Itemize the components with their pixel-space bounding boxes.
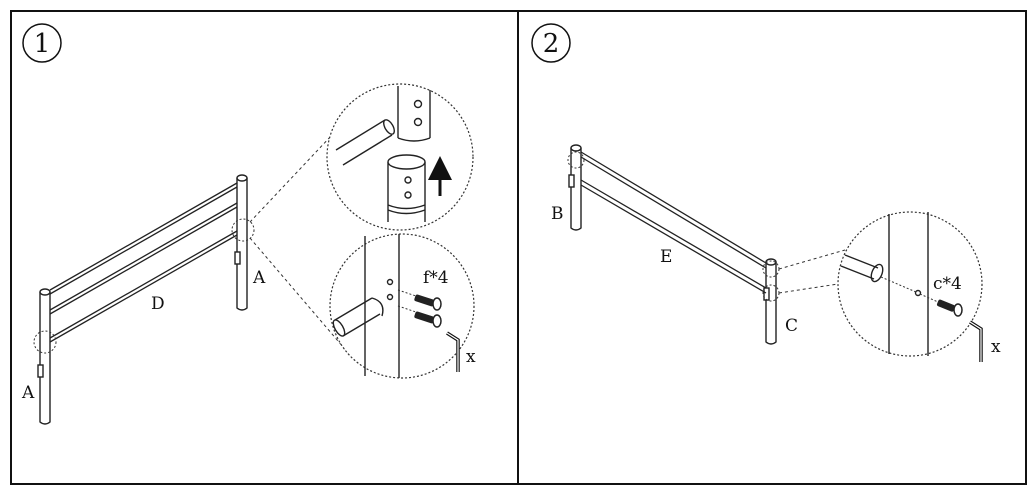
leader-lines-2: [778, 249, 846, 294]
detail-marker-b: [567, 151, 585, 169]
step-badge-2: 2: [531, 23, 571, 63]
magnify-top: [326, 83, 474, 231]
rail-d: [49, 182, 238, 343]
post-left: [37, 288, 51, 425]
fastener-label: f*4: [423, 268, 449, 288]
post-right: [234, 174, 248, 311]
part-label-a-left: A: [21, 383, 35, 403]
magnify-panel-2: c*4: [837, 211, 983, 357]
part-label-a-right: A: [252, 268, 266, 288]
magnify-bottom: f*4: [329, 233, 475, 379]
step-badge-1: 1: [22, 23, 62, 63]
detail-marker-right: [231, 218, 255, 242]
tool-label: x: [991, 337, 1001, 357]
part-label-c: C: [785, 316, 798, 336]
panel-2: 2: [531, 23, 1001, 362]
detail-marker-left: [33, 330, 57, 354]
rail-e: [580, 151, 767, 294]
post-b: [568, 144, 582, 231]
tool-label: x: [466, 347, 476, 367]
fastener-label: c*4: [933, 274, 962, 294]
bolt-icon: [397, 289, 442, 328]
step-number: 2: [543, 29, 560, 59]
panel-2-frame: [517, 10, 1027, 485]
post-c: [763, 258, 777, 345]
part-label-e: E: [660, 247, 672, 267]
bolt-icon: [880, 276, 963, 317]
part-label-d: D: [151, 294, 165, 314]
panel-1: 1: [21, 23, 476, 425]
part-label-b: B: [551, 204, 564, 224]
step-number: 1: [34, 29, 51, 59]
